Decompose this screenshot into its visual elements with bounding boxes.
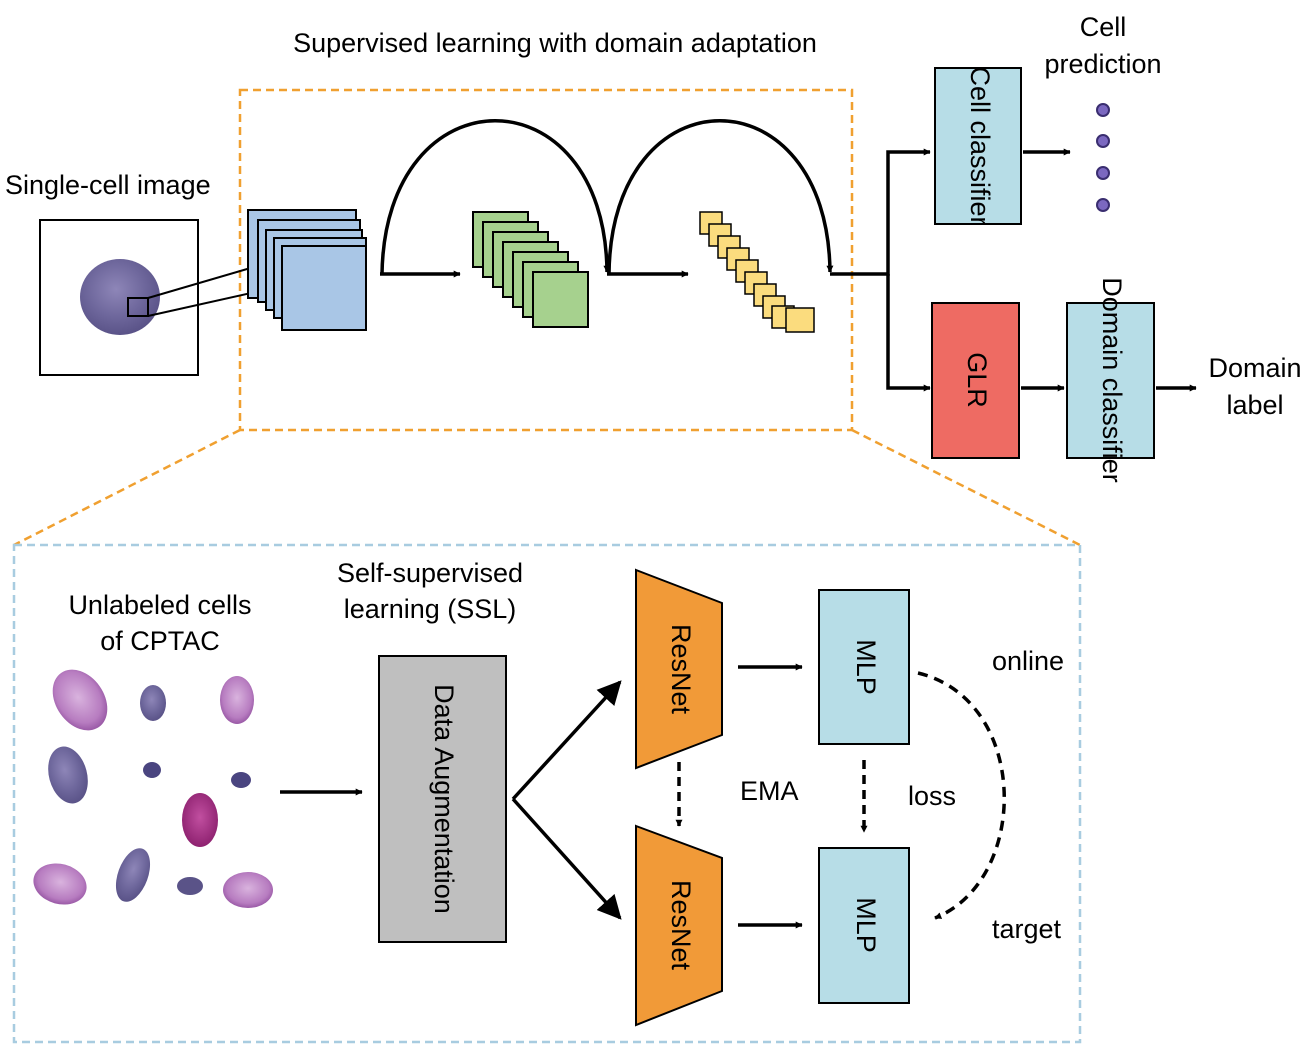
glr-label: GLR xyxy=(962,352,992,408)
domain-label-1: Domain xyxy=(1208,353,1301,383)
target-label: target xyxy=(992,914,1062,944)
online-label: online xyxy=(992,646,1064,676)
data-augmentation-label: Data Augmentation xyxy=(429,684,459,914)
supervised-dashed-box xyxy=(238,88,854,432)
loss-label: loss xyxy=(908,781,956,811)
ssl-dashed-box xyxy=(12,543,1082,1044)
arrow-to-glr xyxy=(886,274,931,392)
feature-map-stack-yellow xyxy=(699,211,815,333)
arrow-to-resnet-target xyxy=(511,797,622,920)
mlp-online-label: MLP xyxy=(851,639,881,695)
cell-prediction-label-1: Cell xyxy=(1080,12,1127,42)
ema-label: EMA xyxy=(740,776,799,806)
feature-map-stack-blue xyxy=(247,209,367,331)
cell-prediction-label-2: prediction xyxy=(1044,49,1161,79)
domain-classifier-label: Domain classifier xyxy=(1097,277,1127,483)
ssl-label-2: learning (SSL) xyxy=(344,594,517,624)
single-cell-image-label: Single-cell image xyxy=(5,170,211,200)
skip-arc-2 xyxy=(607,119,834,275)
resnet-online-block xyxy=(635,568,723,770)
skip-arc-1 xyxy=(380,119,611,275)
feature-map-stack-green xyxy=(472,211,589,328)
patch-box xyxy=(127,297,149,317)
mlp-target-box xyxy=(818,847,910,1004)
domain-label-2: label xyxy=(1226,390,1283,420)
ssl-label-1: Self-supervised xyxy=(337,558,523,588)
cell-classifier-label: Cell classifier xyxy=(965,66,995,225)
unlabeled-cells-label-2: of CPTAC xyxy=(100,626,220,656)
top-title: Supervised learning with domain adaptati… xyxy=(293,28,817,58)
arrow-to-resnet-online xyxy=(511,680,622,801)
zoom-dash-right xyxy=(851,428,1081,547)
resnet-target-label: ResNet xyxy=(666,880,696,971)
unlabeled-cells-label-1: Unlabeled cells xyxy=(68,590,251,620)
mlp-target-label: MLP xyxy=(851,897,881,953)
online-to-target-dashed-arrow xyxy=(917,671,1006,920)
mlp-online-box xyxy=(818,589,910,745)
cell-prediction-dots xyxy=(1096,103,1110,212)
resnet-target-block xyxy=(635,824,723,1027)
resnet-online-label: ResNet xyxy=(666,624,696,715)
zoom-dash-left xyxy=(13,428,241,547)
unlabeled-cell-images xyxy=(33,669,273,908)
cell-classifier-box xyxy=(934,67,1022,225)
glr-box xyxy=(931,302,1020,459)
data-augmentation-box xyxy=(378,655,507,943)
domain-classifier-box xyxy=(1066,302,1155,459)
arrow-to-cell-classifier xyxy=(830,148,931,276)
